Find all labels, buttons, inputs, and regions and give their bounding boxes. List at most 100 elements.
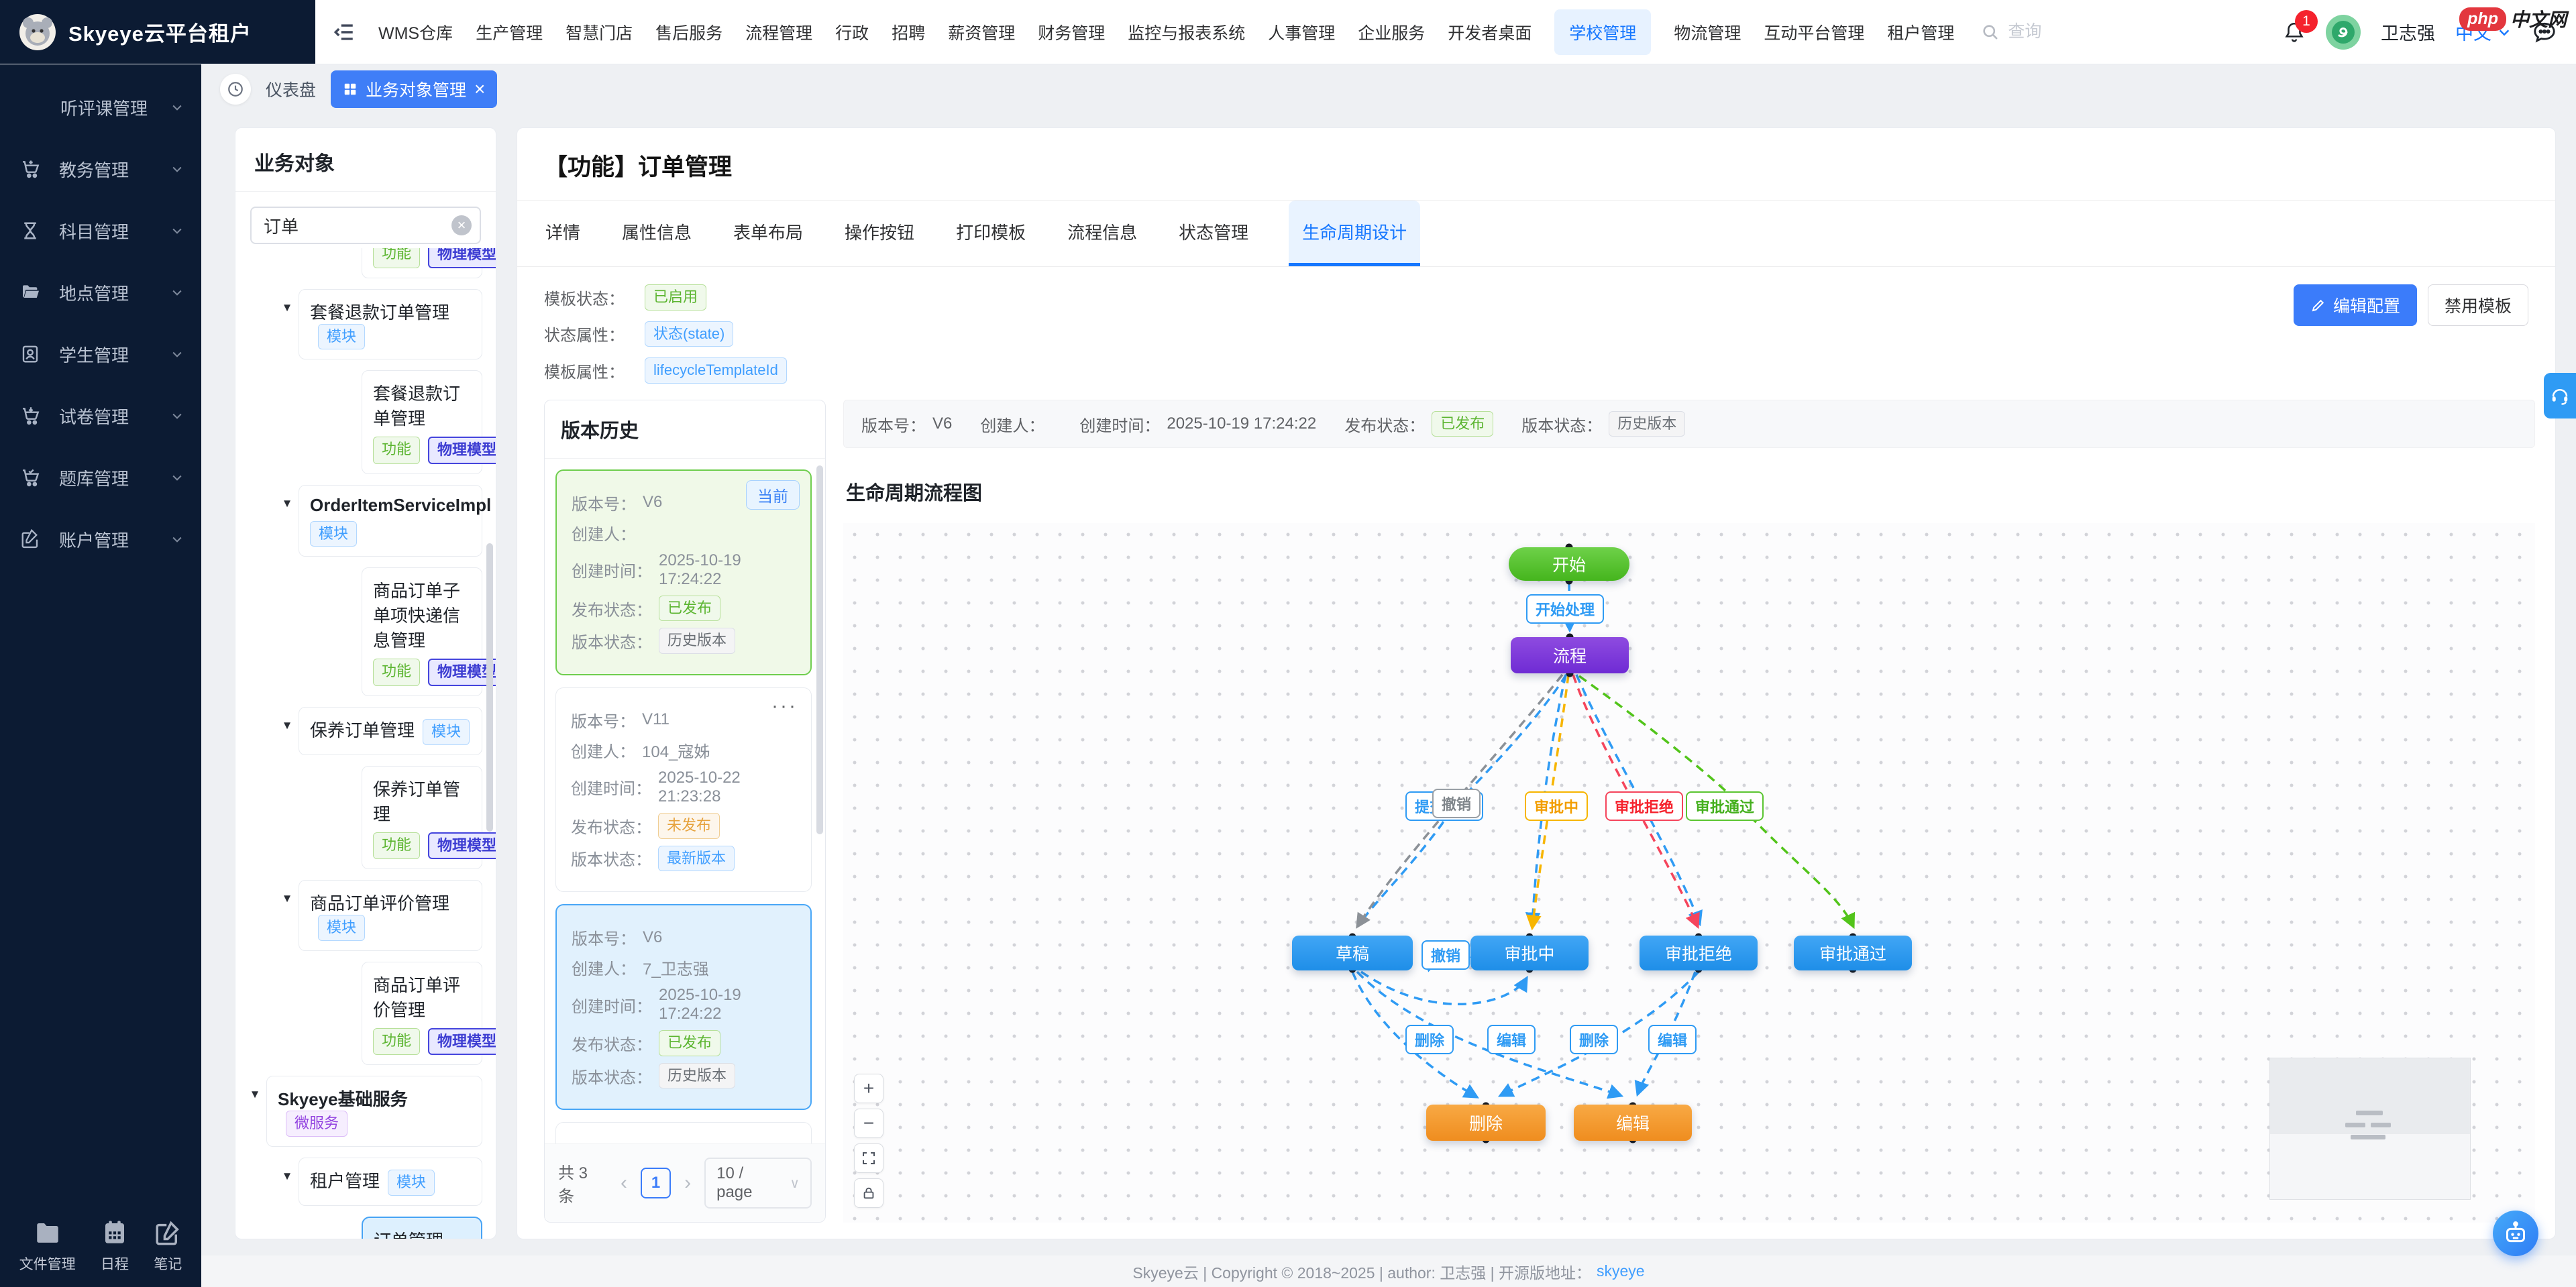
flow-node-process[interactable]: 流程: [1511, 637, 1629, 674]
global-search[interactable]: [1981, 22, 2123, 42]
tab-detail[interactable]: 详情: [545, 223, 581, 243]
sidebar-item-question-bank[interactable]: 题库管理: [0, 447, 201, 508]
tab-action-buttons[interactable]: 操作按钮: [845, 223, 915, 243]
caret-icon[interactable]: ▼: [281, 496, 293, 510]
search-input[interactable]: [2008, 22, 2123, 42]
id-card-icon: [20, 344, 43, 364]
username[interactable]: 卫志强: [2381, 23, 2435, 44]
edit-config-button[interactable]: 编辑配置: [2293, 284, 2417, 326]
page-size-select[interactable]: 10 / page ∨: [704, 1158, 812, 1209]
sidebar-item-location[interactable]: 地点管理: [0, 262, 201, 323]
tab-business-object-active[interactable]: 业务对象管理 ×: [331, 70, 498, 108]
sidebar-item-exam-paper[interactable]: 试卷管理: [0, 385, 201, 447]
cart-check-icon: [20, 467, 43, 488]
flow-node-start[interactable]: 开始: [1509, 547, 1629, 581]
footer-link[interactable]: skyeye: [1597, 1262, 1645, 1280]
edge-label-revoke: 撤销: [1432, 789, 1481, 819]
nav-item-tenant[interactable]: 租户管理: [1887, 23, 1955, 43]
tab-attributes[interactable]: 属性信息: [622, 223, 692, 243]
page-number[interactable]: 1: [641, 1168, 672, 1198]
nav-item-finance[interactable]: 财务管理: [1038, 23, 1106, 43]
dock-notes[interactable]: 笔记: [154, 1219, 182, 1274]
lock-button[interactable]: [854, 1178, 883, 1208]
nav-item-hr[interactable]: 人事管理: [1268, 23, 1336, 43]
tree-search-input[interactable]: [250, 207, 481, 244]
chevron-down-icon: [170, 101, 184, 114]
zoom-out-button[interactable]: −: [854, 1109, 883, 1138]
flow-node-draft[interactable]: 草稿: [1292, 936, 1413, 971]
nav-item-process[interactable]: 流程管理: [745, 23, 813, 43]
nav-item-enterprise[interactable]: 企业服务: [1358, 23, 1426, 43]
lifecycle-flow-canvas[interactable]: 开始 开始处理 流程 提交审批 撤销 审批中 审批拒绝 审批通过 草稿 撤销: [843, 523, 2535, 1223]
tab-print-template[interactable]: 打印模板: [956, 223, 1026, 243]
edge-label-start-handle: 开始处理: [1526, 594, 1605, 624]
nav-item-monitor[interactable]: 监控与报表系统: [1128, 23, 1246, 43]
nav-item-store[interactable]: 智慧门店: [566, 23, 633, 43]
tree-node-microservice: ▼ Skyeye基础服务微服务: [244, 1076, 482, 1147]
nav-item-interactive[interactable]: 互动平台管理: [1764, 23, 1865, 43]
tree-node-function: 套餐退款订单管理 功能物理模型: [244, 370, 496, 474]
nav-item-devdesk[interactable]: 开发者桌面: [1448, 23, 1532, 43]
collapse-sidebar-icon[interactable]: [333, 21, 356, 44]
tab-lifecycle-design-active[interactable]: 生命周期设计: [1289, 201, 1421, 266]
minimap[interactable]: [2269, 1058, 2471, 1200]
customer-service-tab[interactable]: [2544, 373, 2576, 418]
caret-icon[interactable]: ▼: [281, 718, 293, 732]
clear-search-icon[interactable]: ×: [451, 215, 472, 235]
nav-item-admin[interactable]: 行政: [835, 23, 869, 43]
close-tab-icon[interactable]: ×: [474, 78, 486, 99]
prev-page-icon[interactable]: ‹: [621, 1172, 628, 1194]
fit-view-button[interactable]: [854, 1143, 883, 1173]
version-card[interactable]: 版本号：V2 创建人：7_卫志强 创建时间：2025-10-19 16:29:2…: [555, 1122, 812, 1143]
flow-node-rejected[interactable]: 审批拒绝: [1640, 936, 1758, 971]
message-icon[interactable]: [2532, 19, 2557, 45]
caret-icon[interactable]: ▼: [249, 1088, 261, 1101]
zoom-in-button[interactable]: +: [854, 1074, 883, 1103]
tab-process-info[interactable]: 流程信息: [1067, 223, 1138, 243]
flow-node-approved[interactable]: 审批通过: [1794, 936, 1912, 971]
card-menu-icon[interactable]: ···: [771, 694, 798, 717]
dock-file-manager[interactable]: 文件管理: [19, 1219, 76, 1274]
version-card[interactable]: ··· 版本号：V11 创建人：104_寇姊 创建时间：2025-10-22 2…: [555, 687, 812, 893]
history-clock-button[interactable]: [220, 74, 251, 105]
tab-state-mgmt[interactable]: 状态管理: [1179, 223, 1249, 243]
sidebar-item-subject[interactable]: 科目管理: [0, 200, 201, 262]
tab-dashboard[interactable]: 仪表盘: [266, 81, 317, 100]
chevron-down-icon: [170, 533, 184, 546]
version-card-current[interactable]: 当前 版本号：V6 创建人： 创建时间：2025-10-19 17:24:22 …: [555, 469, 812, 675]
sidebar-item-student[interactable]: 学生管理: [0, 323, 201, 385]
nav-item-production[interactable]: 生产管理: [476, 23, 543, 43]
caret-icon[interactable]: ▼: [281, 892, 293, 905]
caret-icon[interactable]: ▼: [281, 300, 293, 314]
dock-calendar[interactable]: 日程: [101, 1219, 129, 1274]
flow-node-delete[interactable]: 删除: [1426, 1105, 1546, 1141]
folder-open-icon: [20, 282, 43, 303]
ai-assistant-button[interactable]: [2493, 1211, 2538, 1256]
flow-node-reviewing[interactable]: 审批中: [1470, 936, 1589, 971]
next-page-icon[interactable]: ›: [684, 1172, 692, 1194]
nav-item-school-active[interactable]: 学校管理: [1554, 9, 1652, 55]
edge-label-edit: 编辑: [1648, 1025, 1697, 1055]
sidebar-item-account[interactable]: 账户管理: [0, 508, 201, 570]
nav-item-aftersale[interactable]: 售后服务: [655, 23, 723, 43]
clock-icon: [228, 82, 243, 97]
avatar[interactable]: [2326, 14, 2361, 50]
flow-node-edit[interactable]: 编辑: [1574, 1105, 1692, 1141]
edge-label-delete: 删除: [1570, 1025, 1619, 1055]
nav-item-salary[interactable]: 薪资管理: [948, 23, 1016, 43]
nav-item-wms[interactable]: WMS仓库: [378, 23, 453, 43]
version-info-bar: 版本号：V6 创建人： 创建时间：2025-10-19 17:24:22 发布状…: [843, 399, 2535, 449]
tree-scrollbar[interactable]: [486, 543, 493, 832]
version-scrollbar[interactable]: [816, 465, 823, 834]
sidebar-item-academic[interactable]: 教务管理: [0, 138, 201, 200]
notifications-button[interactable]: 1: [2283, 9, 2318, 44]
brand-logo-icon: [19, 13, 56, 50]
chevron-down-icon: [2499, 29, 2510, 36]
version-card-selected[interactable]: 版本号：V6 创建人：7_卫志强 创建时间：2025-10-19 17:24:2…: [555, 904, 812, 1111]
caret-icon[interactable]: ▼: [281, 1169, 293, 1182]
tab-form-layout[interactable]: 表单布局: [733, 223, 804, 243]
nav-item-recruit[interactable]: 招聘: [892, 23, 926, 43]
sidebar-item-lecture-review[interactable]: 听评课管理: [0, 76, 201, 138]
nav-item-logistics[interactable]: 物流管理: [1674, 23, 1741, 43]
disable-template-button[interactable]: 禁用模板: [2427, 284, 2528, 326]
